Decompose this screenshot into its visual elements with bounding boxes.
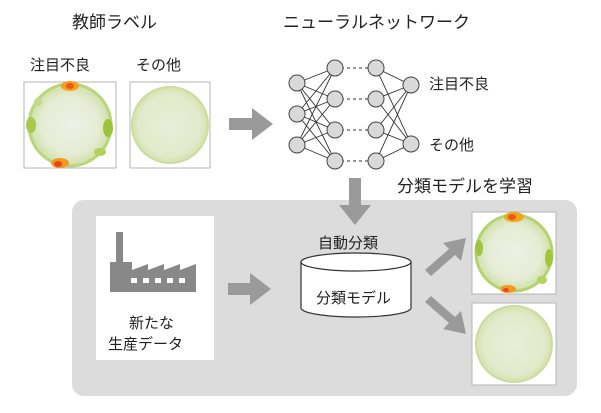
arrow-down-to-model <box>339 178 371 225</box>
output-other-label: その他 <box>429 136 475 154</box>
output-defect-label: 注目不良 <box>429 75 490 93</box>
new-data-line1: 新たな <box>129 314 175 332</box>
network-title: ニューラルネットワーク <box>283 13 470 33</box>
arrow-to-model <box>228 273 271 305</box>
teacher-wafer-defect <box>26 81 113 168</box>
label-other: その他 <box>136 56 182 74</box>
model-label: 分類モデル <box>316 289 392 307</box>
neural-network <box>296 67 412 162</box>
learn-model-caption: 分類モデルを学習 <box>397 177 533 197</box>
output-wafer-other <box>475 305 553 383</box>
network-nodes <box>288 59 420 170</box>
factory-icon <box>110 232 196 292</box>
teacher-wafer-other <box>131 86 209 164</box>
label-defect: 注目不良 <box>30 56 91 74</box>
arrow-to-network <box>229 108 273 140</box>
auto-classify-label: 自動分類 <box>318 234 379 252</box>
output-arrows <box>425 238 466 334</box>
teacher-label-title: 教師ラベル <box>72 13 157 33</box>
output-wafer-defect <box>474 212 554 293</box>
model-cylinder <box>300 252 412 318</box>
new-data-line2: 生産データ <box>108 335 184 353</box>
